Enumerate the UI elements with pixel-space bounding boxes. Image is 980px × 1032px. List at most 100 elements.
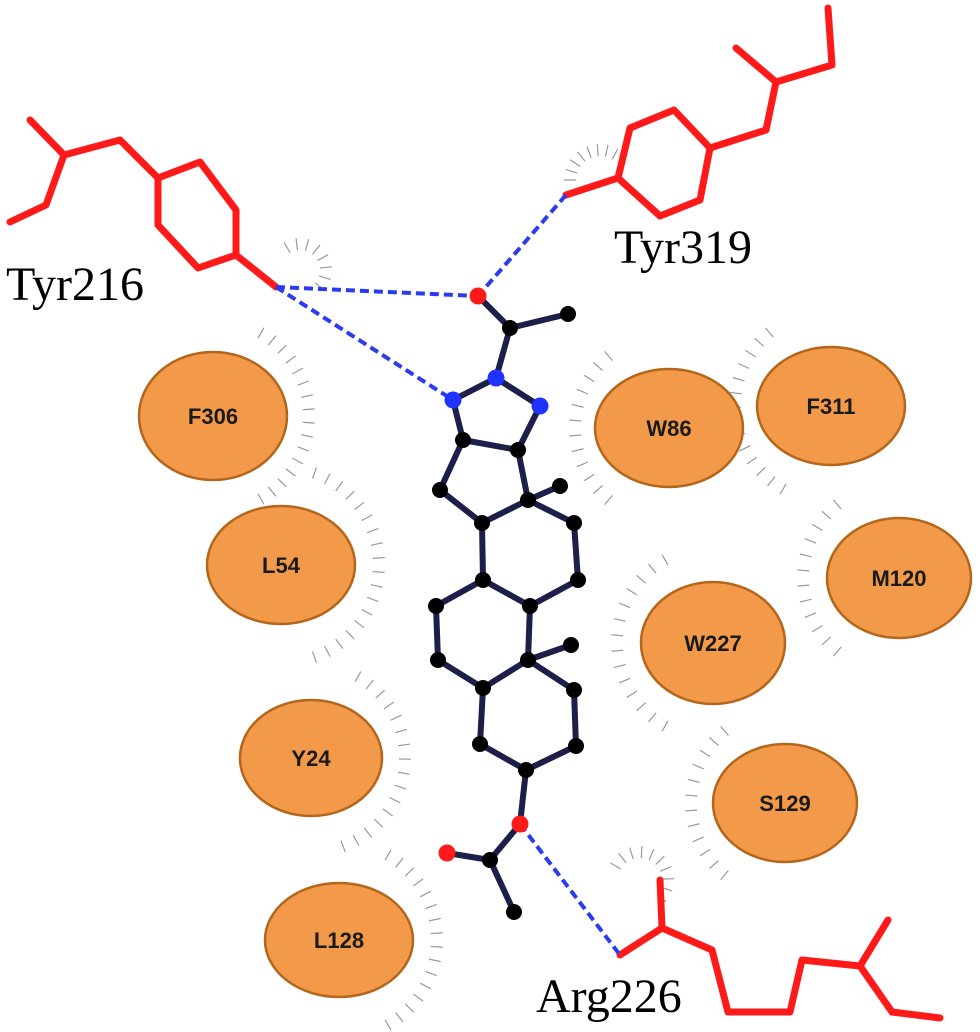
contact-hash-mark [648, 712, 657, 723]
contact-hash-mark [319, 266, 332, 269]
contact-hash-mark [767, 476, 776, 487]
contact-hash-mark [832, 499, 842, 510]
contact-hash-mark [648, 848, 655, 861]
contact-hash-mark [361, 514, 373, 522]
contact-hash-mark [340, 840, 346, 853]
nitrogen-atom [531, 397, 549, 415]
contact-hash-mark [352, 834, 360, 847]
contact-hash-mark [300, 434, 313, 438]
contact-hash-mark [428, 917, 441, 922]
contact-hash-mark [311, 651, 318, 663]
carbon-atom [475, 680, 491, 696]
residue-l128-label: L128 [314, 928, 364, 953]
contact-hash-mark [372, 571, 385, 574]
contact-hash-mark [419, 890, 432, 898]
contact-hash-mark [267, 335, 277, 346]
carbon-atom [428, 598, 444, 614]
contact-hash-mark [370, 542, 383, 546]
contact-hash-mark [611, 148, 619, 160]
contact-hash-mark [779, 483, 787, 495]
contact-hash-mark [739, 445, 751, 452]
oxygen-atom [511, 815, 529, 833]
contact-hash-mark [430, 945, 443, 948]
contact-hash-mark [430, 932, 443, 935]
contact-hash-mark [577, 151, 586, 162]
contact-hash-mark [317, 254, 329, 261]
contact-hash-mark [583, 473, 595, 482]
residue-f311: F311 [755, 345, 907, 467]
contact-hash-mark [576, 388, 589, 395]
residue-tyr216-label: Tyr216 [6, 258, 144, 311]
residue-w86: W86 [593, 367, 745, 489]
contact-hash-mark [302, 421, 315, 424]
contact-hash-mark [764, 327, 774, 338]
carbon-atom [566, 682, 582, 698]
carbon-atom [570, 572, 586, 588]
residue-f306-label: F306 [188, 404, 238, 429]
contact-hash-mark [593, 485, 603, 494]
contact-hash-mark [692, 836, 705, 843]
contact-hash-mark [283, 241, 291, 253]
hbond-tyr319-o [476, 193, 568, 298]
contact-hash-mark [661, 554, 669, 566]
carbon-atom [563, 637, 579, 653]
contact-hash-mark [583, 374, 595, 383]
contact-hash-mark [297, 380, 310, 386]
contact-hash-mark [366, 527, 379, 534]
contact-hash-mark [354, 671, 362, 683]
residue-f311-label: F311 [807, 394, 856, 419]
contact-hash-mark [366, 596, 379, 603]
contact-hash-mark [685, 794, 698, 797]
residue-m120-label: M120 [871, 566, 926, 591]
contact-hash-mark [277, 478, 287, 488]
contact-hash-mark [709, 860, 719, 869]
contact-hash-mark [425, 970, 437, 977]
contact-hash-mark [318, 275, 331, 281]
carbon-atom [506, 904, 522, 920]
contact-hash-mark [569, 419, 582, 422]
contact-hash-mark [335, 481, 344, 492]
contact-hash-mark [413, 993, 424, 1002]
contact-hash-mark [812, 523, 823, 532]
contact-hash-mark [425, 903, 437, 910]
hbond-tyr216-n [274, 285, 455, 402]
contact-hash-mark [604, 351, 613, 361]
contact-hash-mark [335, 638, 344, 649]
contact-hash-mark [311, 467, 318, 479]
residue-w227-label: W227 [684, 631, 741, 656]
carbon-atom [568, 738, 584, 754]
contact-hash-mark [323, 645, 331, 657]
carbon-atom [566, 515, 582, 531]
contact-hash-mark [611, 634, 624, 637]
residue-tyr319-label: Tyr319 [614, 221, 752, 274]
contact-hash-mark [428, 958, 441, 963]
contact-hash-mark [292, 367, 304, 375]
contact-hash-mark [345, 490, 355, 501]
contact-hash-mark [257, 493, 265, 505]
contact-hash-mark [323, 473, 331, 485]
contact-hash-mark [613, 618, 626, 623]
contact-hash-mark [361, 608, 373, 616]
contact-hash-mark [375, 689, 385, 699]
contact-hash-mark [797, 569, 810, 572]
contact-hash-mark [354, 619, 365, 629]
residue-l128: L128 [263, 881, 415, 999]
residue-w227: W227 [639, 580, 787, 706]
nitrogen-atom [487, 369, 505, 387]
contact-hash-mark [354, 501, 365, 511]
contact-hash-mark [610, 862, 622, 870]
contact-hash-mark [799, 598, 812, 603]
contact-hash-mark [382, 808, 393, 817]
residue-arg226-sticks [616, 876, 944, 1022]
contact-hash-mark [732, 377, 745, 382]
contact-hash-mark [604, 495, 613, 505]
contact-hash-mark [699, 749, 711, 758]
contact-hash-mark [661, 720, 669, 732]
contact-hash-mark [611, 649, 624, 652]
residue-w86-label: W86 [646, 416, 691, 441]
contact-hash-mark [626, 587, 638, 596]
contact-hash-mark [618, 853, 627, 864]
carbon-atom [522, 598, 538, 614]
contact-hash-mark [812, 624, 823, 633]
carbon-atom [455, 432, 471, 448]
